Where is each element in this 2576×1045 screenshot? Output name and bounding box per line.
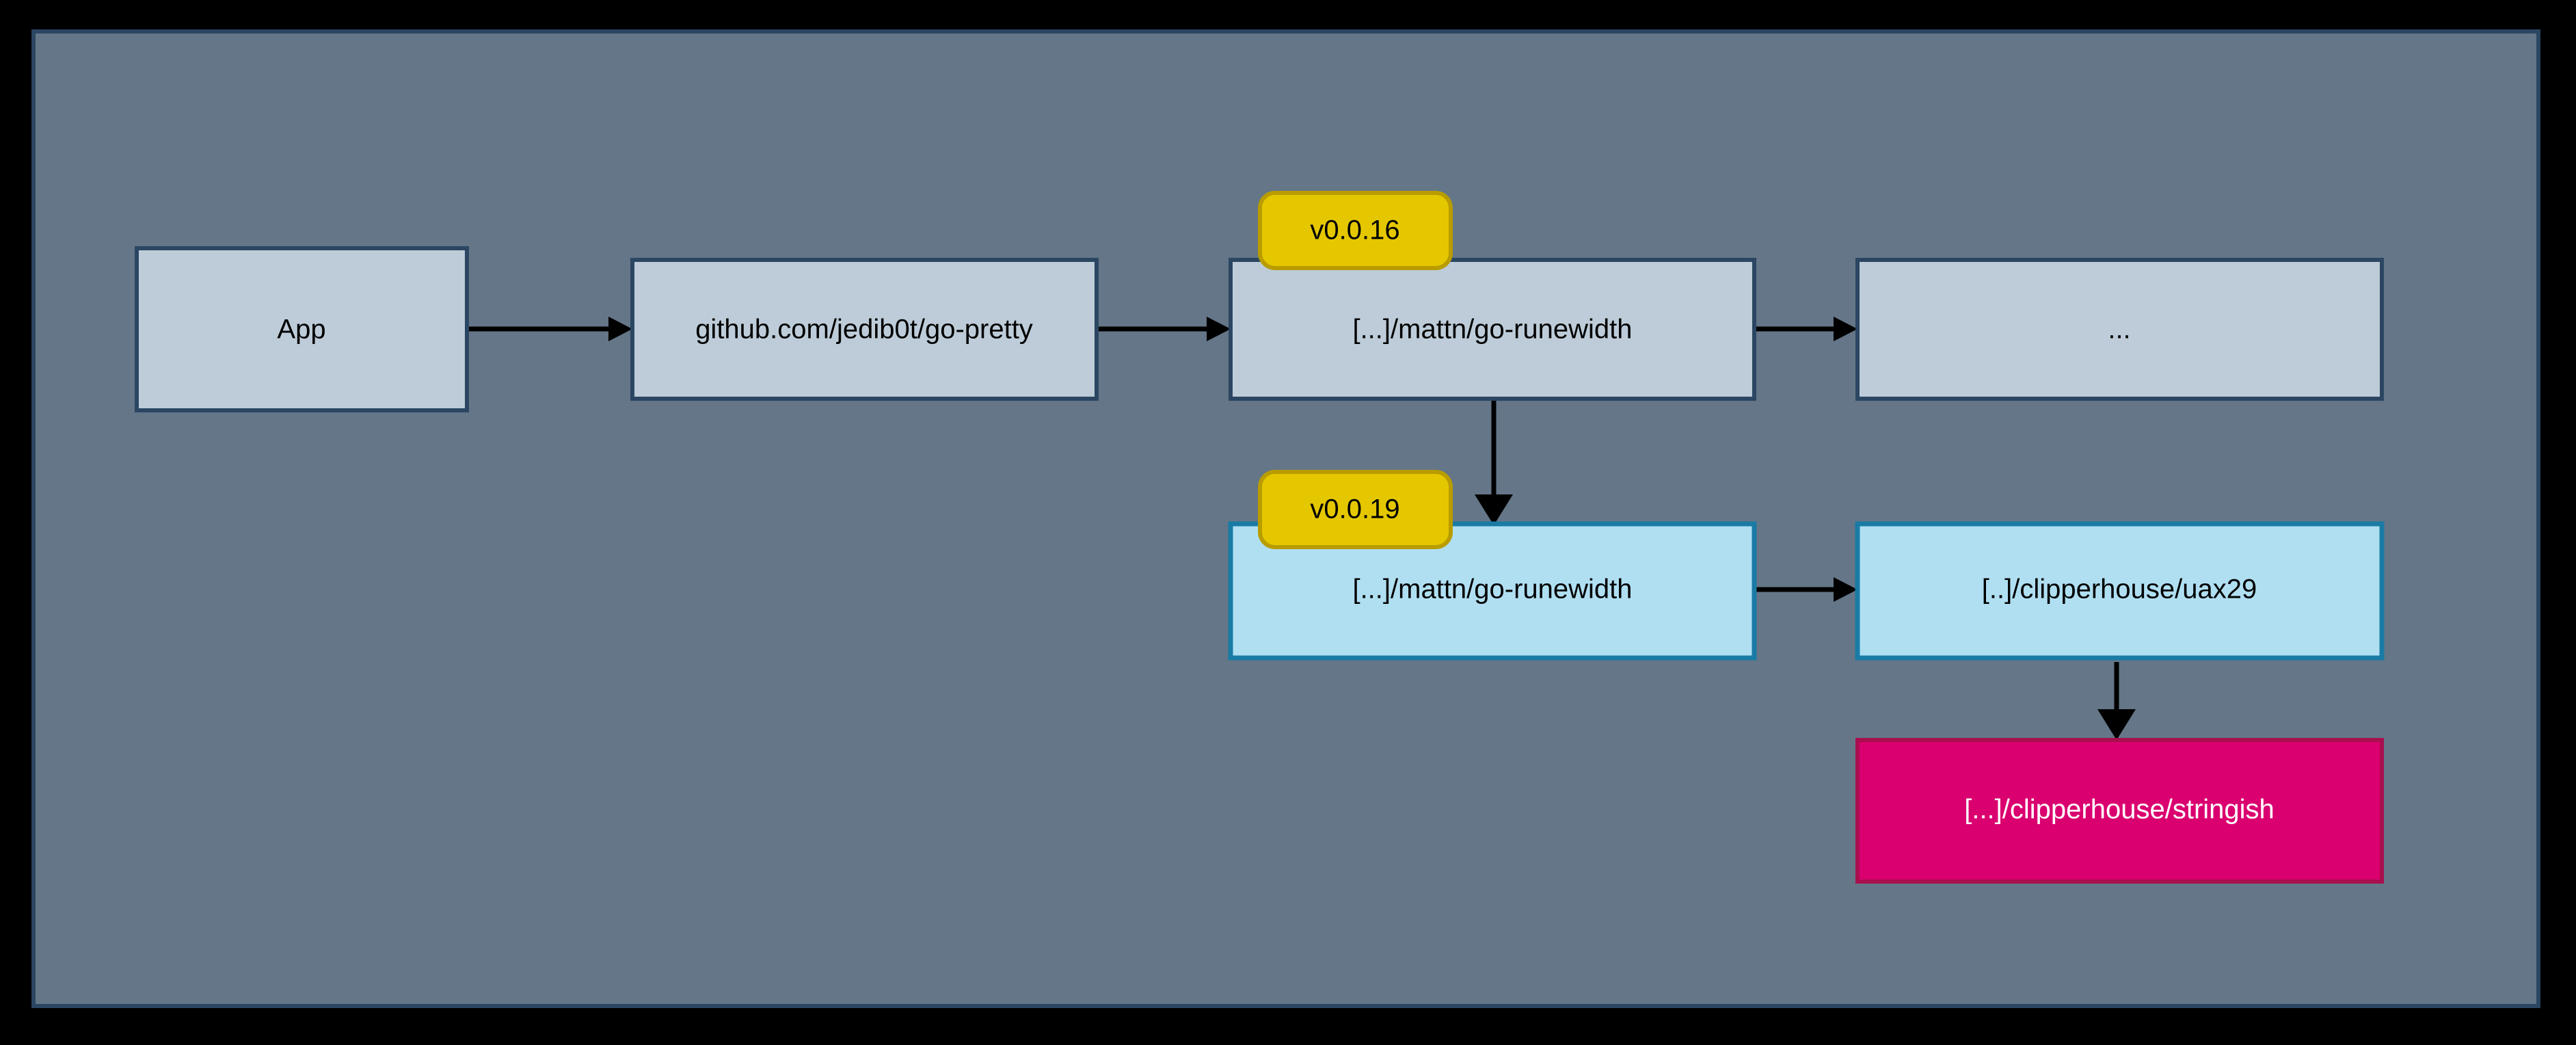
- badge-version-v0019[interactable]: v0.0.19: [1258, 470, 1453, 549]
- edge-gopretty-to-runewidth16: [1097, 317, 1231, 341]
- edge-app-to-gopretty: [467, 317, 632, 341]
- node-uax29-label: [..]/clipperhouse/uax29: [1982, 574, 2257, 605]
- node-go-runewidth-v0019-label: [...]/mattn/go-runewidth: [1352, 574, 1632, 605]
- node-go-runewidth-v0019[interactable]: [...]/mattn/go-runewidth: [1228, 521, 1757, 661]
- node-app-label: App: [277, 315, 325, 345]
- edge-runewidth16-to-runewidth19: [1475, 399, 1513, 525]
- node-go-pretty-label: github.com/jedib0t/go-pretty: [695, 315, 1033, 345]
- edge-runewidth19-to-uax29: [1754, 577, 1857, 602]
- badge-version-v0016[interactable]: v0.0.16: [1258, 191, 1453, 270]
- node-stringish[interactable]: [...]/clipperhouse/stringish: [1855, 738, 2384, 884]
- node-go-runewidth-v0016[interactable]: [...]/mattn/go-runewidth: [1229, 258, 1756, 401]
- badge-version-v0016-label: v0.0.16: [1310, 215, 1399, 246]
- node-app[interactable]: App: [135, 246, 469, 412]
- node-go-runewidth-v0016-label: [...]/mattn/go-runewidth: [1352, 315, 1632, 345]
- edge-runewidth16-to-ellipsis: [1754, 317, 1857, 341]
- edge-uax29-to-stringish: [2097, 662, 2136, 740]
- node-go-pretty[interactable]: github.com/jedib0t/go-pretty: [630, 258, 1099, 401]
- badge-version-v0019-label: v0.0.19: [1310, 494, 1399, 525]
- node-stringish-label: [...]/clipperhouse/stringish: [1964, 795, 2275, 825]
- node-ellipsis[interactable]: ...: [1855, 258, 2384, 401]
- node-ellipsis-label: ...: [2108, 315, 2130, 345]
- node-uax29[interactable]: [..]/clipperhouse/uax29: [1855, 521, 2385, 661]
